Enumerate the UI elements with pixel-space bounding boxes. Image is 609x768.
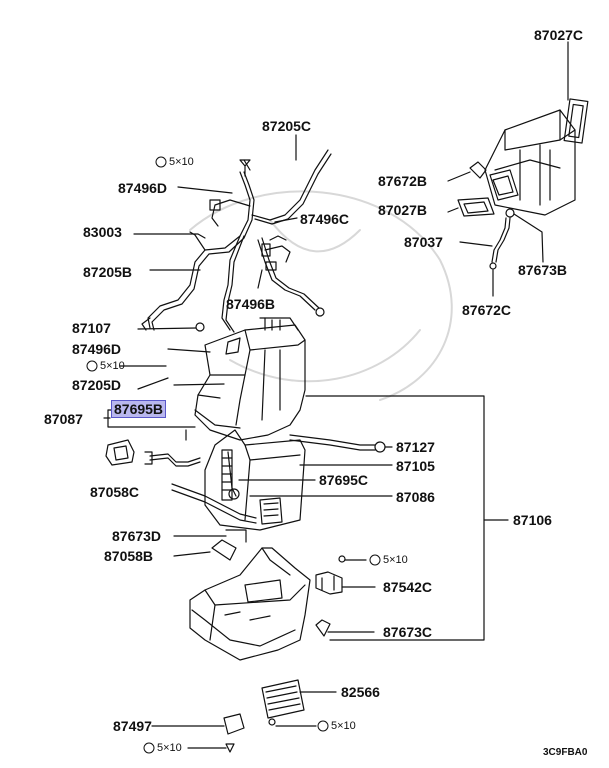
label-87695B: 87695B bbox=[111, 400, 167, 418]
probe-87086 bbox=[171, 483, 257, 519]
label-87672B: 87672B bbox=[378, 173, 428, 189]
diagram-code: 3C9FBA0 bbox=[543, 747, 588, 758]
bracket-87497 bbox=[223, 713, 245, 735]
drain-hose-87037 bbox=[491, 217, 507, 263]
wiring-harness bbox=[141, 149, 332, 333]
tube-87695C bbox=[227, 451, 237, 497]
bracket-87542C bbox=[315, 571, 343, 595]
label-87496B: 87496B bbox=[226, 296, 276, 312]
label-87673D: 87673D bbox=[112, 528, 162, 544]
label-bolt-right: 5×10 bbox=[383, 554, 408, 566]
label-87673C: 87673C bbox=[383, 624, 433, 640]
label-87105: 87105 bbox=[396, 458, 435, 474]
label-87106: 87106 bbox=[513, 512, 552, 528]
bolt-symbols bbox=[86, 156, 381, 754]
label-87672C: 87672C bbox=[462, 302, 512, 318]
label-87497: 87497 bbox=[113, 718, 152, 734]
label-bolt-top: 5×10 bbox=[169, 156, 194, 168]
evaporator-heater-unit bbox=[194, 317, 306, 531]
label-87087: 87087 bbox=[44, 411, 83, 427]
label-87107: 87107 bbox=[72, 320, 111, 336]
label-bolt-low-right: 5×10 bbox=[331, 720, 356, 732]
lower-case bbox=[189, 547, 311, 661]
label-87205B: 87205B bbox=[83, 264, 133, 280]
label-87496C: 87496C bbox=[300, 211, 350, 227]
grommet-87058C bbox=[105, 439, 135, 466]
pipe-87695B bbox=[149, 453, 201, 463]
label-bolt-mid: 5×10 bbox=[100, 360, 125, 372]
watermark-emblem bbox=[189, 190, 453, 401]
grommet-87058B bbox=[211, 539, 237, 561]
duct-flange-87027B bbox=[457, 197, 495, 217]
blower-case-assembly bbox=[484, 98, 589, 216]
filter-82566 bbox=[261, 679, 305, 719]
label-87027B: 87027B bbox=[378, 202, 428, 218]
label-87058C: 87058C bbox=[90, 484, 140, 500]
label-87058B: 87058B bbox=[104, 548, 154, 564]
label-87086: 87086 bbox=[396, 489, 435, 505]
label-82566: 82566 bbox=[341, 684, 380, 700]
label-87695C: 87695C bbox=[319, 472, 369, 488]
label-87205C: 87205C bbox=[262, 118, 312, 134]
label-bolt-bottom: 5×10 bbox=[157, 742, 182, 754]
label-87673B-top: 87673B bbox=[518, 262, 568, 278]
label-83003: 83003 bbox=[83, 224, 122, 240]
clip-87672B bbox=[469, 161, 487, 179]
label-87127: 87127 bbox=[396, 439, 435, 455]
label-87542C: 87542C bbox=[383, 579, 433, 595]
pipe-87127 bbox=[289, 434, 376, 446]
clamp-87672C bbox=[489, 262, 497, 270]
label-87496D-mid: 87496D bbox=[72, 341, 122, 357]
clip-87673B bbox=[505, 208, 515, 218]
label-87205D: 87205D bbox=[72, 377, 122, 393]
label-87027C: 87027C bbox=[534, 27, 584, 43]
screw-top bbox=[239, 159, 251, 177]
label-87037: 87037 bbox=[404, 234, 443, 250]
label-87496D-top: 87496D bbox=[118, 180, 168, 196]
